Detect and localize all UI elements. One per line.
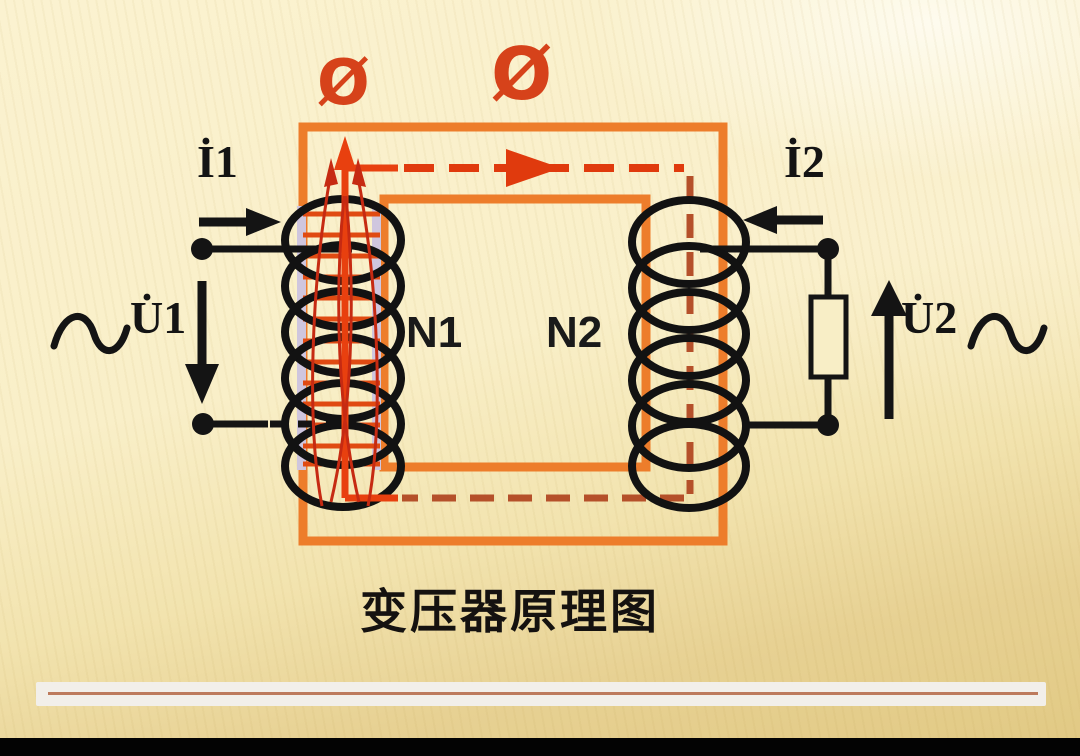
secondary-voltage-label: U̇2: [901, 292, 958, 343]
footer-divider-line: [48, 692, 1038, 695]
slide-caption: 变压器原理图: [360, 587, 660, 639]
primary-turns-label: N1: [406, 308, 463, 357]
flux-phi-symbol-left: Ø: [317, 46, 370, 119]
primary-current-label: İ1: [197, 136, 238, 187]
secondary-coil: [628, 196, 750, 512]
secondary-turns-label: N2: [546, 308, 603, 357]
ac-source-right-icon: [967, 313, 1048, 354]
flux-phi-symbol-main: Ø: [491, 32, 553, 116]
secondary-current-label: İ2: [784, 136, 825, 187]
footer-divider-bar: [36, 682, 1046, 706]
bottom-black-strip: [0, 738, 1080, 756]
annotation-arrows: [185, 206, 907, 419]
secondary-bottom-terminal: [817, 414, 839, 436]
leakage-flux-curves: [311, 171, 379, 507]
left-leg-flux: [311, 136, 398, 507]
primary-top-terminal: [191, 238, 213, 260]
primary-bottom-terminal: [192, 413, 214, 435]
u2-voltage-arrow: [871, 280, 907, 419]
i2-current-arrow: [743, 206, 823, 234]
core-outline: [298, 122, 728, 546]
load-resistor: [808, 294, 849, 380]
secondary-top-terminal: [817, 238, 839, 260]
i1-current-arrow: [199, 208, 281, 236]
u1-voltage-arrow: [185, 281, 219, 404]
flux-direction-arrow: [506, 149, 561, 187]
terminal-dots: [191, 238, 839, 436]
ac-source-left-icon: [50, 313, 131, 354]
primary-voltage-label: U̇1: [130, 292, 187, 343]
